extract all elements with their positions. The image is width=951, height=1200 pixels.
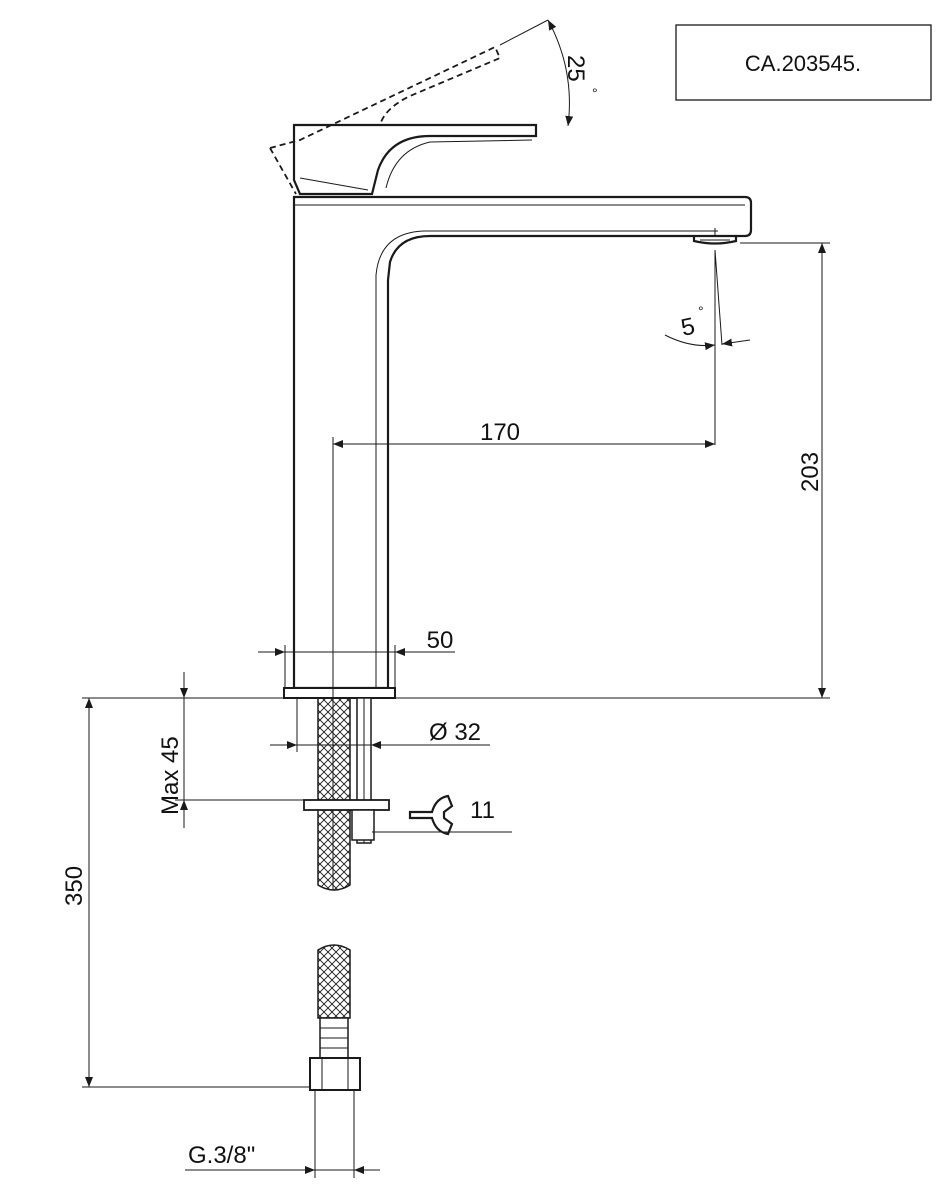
flexible-hose-lower xyxy=(309,944,361,1091)
spout-angle-degree: ° xyxy=(698,303,704,319)
connection-value: G.3/8" xyxy=(188,1142,255,1169)
hole-diameter-value: Ø 32 xyxy=(429,719,481,746)
lever-handle xyxy=(292,123,538,196)
product-code: CA.203545. xyxy=(745,51,861,76)
deck-thickness-dimension: Max 45 xyxy=(157,672,304,828)
spout-angle-value: 5 xyxy=(679,313,698,342)
lever-angle-value: 25 xyxy=(562,55,589,82)
mounting-assembly xyxy=(303,697,390,891)
lever-rotated-dashed xyxy=(269,45,502,195)
deck-thickness-value: Max 45 xyxy=(157,736,184,815)
hose-length-value: 350 xyxy=(61,866,88,906)
height-dimension: 203 xyxy=(184,242,830,699)
reach-dimension: 170 xyxy=(332,419,715,890)
connection-dimension: G.3/8" xyxy=(185,1090,380,1178)
hose-length-dimension: 350 xyxy=(61,697,310,1088)
hole-diameter-dimension: Ø 32 xyxy=(270,698,490,752)
lever-angle-degree: ° xyxy=(592,85,598,101)
lever-angle-dimension: 25 ° xyxy=(499,19,598,127)
wrench-icon xyxy=(408,794,454,836)
faucet-body xyxy=(283,195,753,699)
wrench-size-value: 11 xyxy=(470,797,495,824)
reach-value: 170 xyxy=(480,419,520,446)
spout-angle-dimension: 5 ° xyxy=(664,249,751,445)
base-width-value: 50 xyxy=(427,627,454,654)
base-width-dimension: 50 xyxy=(258,627,455,688)
height-value: 203 xyxy=(797,452,824,492)
wrench-size-callout: 11 xyxy=(372,794,512,836)
product-code-box: CA.203545. xyxy=(675,24,932,101)
